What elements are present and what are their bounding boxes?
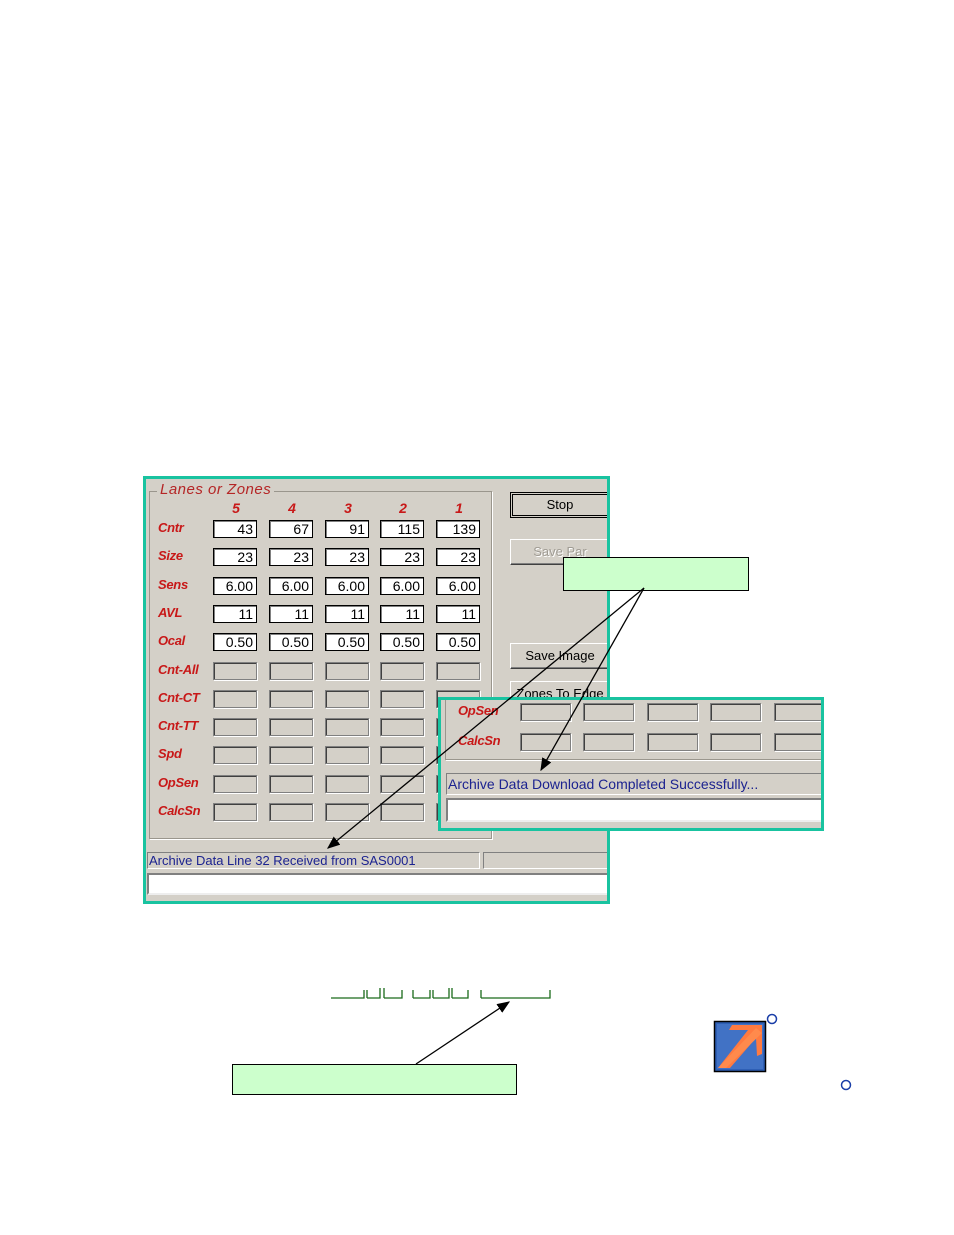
cntr-cell-4: 67 — [269, 520, 313, 538]
opsen-cell-1 — [774, 703, 821, 721]
opsen-cell-5 — [213, 775, 257, 793]
opsen-cell-4 — [583, 703, 634, 721]
cnt-tt-cell-5 — [213, 718, 257, 736]
ocal-cell-5: 0.50 — [213, 633, 257, 651]
calcsn-cell-5 — [520, 733, 571, 751]
cnt-tt-cell-4 — [269, 718, 313, 736]
calcsn-cell-4 — [583, 733, 634, 751]
sens-cell-5: 6.00 — [213, 577, 257, 595]
calcsn-cell-1 — [774, 733, 821, 751]
calcsn-cell-3 — [325, 803, 369, 821]
ocal-cell-1: 0.50 — [436, 633, 480, 651]
size-cell-3: 23 — [325, 548, 369, 566]
command-input[interactable] — [147, 873, 607, 895]
callout-arrow-status-bar — [415, 1001, 511, 1065]
size-cell-4: 23 — [269, 548, 313, 566]
row-label-opsen: OpSen — [458, 703, 499, 718]
cntr-cell-2: 115 — [380, 520, 424, 538]
spd-cell-5 — [213, 746, 257, 764]
status-text: Archive Data Line 32 Received from SAS00… — [147, 852, 480, 869]
row-label-cnt-tt: Cnt-TT — [158, 718, 199, 733]
spd-cell-4 — [269, 746, 313, 764]
main-window: Lanes or Zones 5 4 3 2 1 Cntr 43 67 91 115 13… — [143, 476, 610, 904]
spd-cell-2 — [380, 746, 424, 764]
group-title: Lanes or Zones — [157, 481, 275, 498]
opsen-cell-3 — [325, 775, 369, 793]
row-label-calcsn: CalcSn — [158, 803, 201, 818]
cnt-ct-cell-5 — [213, 690, 257, 708]
opsen-cell-4 — [269, 775, 313, 793]
avl-cell-5: 11 — [213, 605, 257, 623]
avl-cell-4: 11 — [269, 605, 313, 623]
cnt-ct-cell-2 — [380, 690, 424, 708]
avl-cell-1: 11 — [436, 605, 480, 623]
cntr-cell-1: 139 — [436, 520, 480, 538]
row-label-sens: Sens — [158, 577, 188, 592]
status-panel-secondary — [483, 852, 607, 869]
resize-handle-top — [766, 1013, 778, 1025]
opsen-cell-2 — [710, 703, 761, 721]
zoom-status-text: Archive Data Download Completed Successf… — [446, 773, 821, 795]
callout-box-status — [563, 557, 749, 591]
cnt-all-cell-4 — [269, 662, 313, 680]
cnt-tt-cell-3 — [325, 718, 369, 736]
column-header-3: 3 — [344, 500, 352, 516]
ocal-cell-4: 0.50 — [269, 633, 313, 651]
cnt-all-cell-3 — [325, 662, 369, 680]
sens-cell-3: 6.00 — [325, 577, 369, 595]
column-header-2: 2 — [399, 500, 407, 516]
cnt-all-cell-5 — [213, 662, 257, 680]
resize-handle-bottom — [840, 1079, 852, 1091]
row-label-calcsn: CalcSn — [458, 733, 501, 748]
cntr-cell-5: 43 — [213, 520, 257, 538]
column-header-4: 4 — [288, 500, 296, 516]
calcsn-cell-2 — [710, 733, 761, 751]
row-label-cntr: Cntr — [158, 520, 184, 535]
row-label-spd: Spd — [158, 746, 182, 761]
row-label-cnt-all: Cnt-All — [158, 662, 199, 677]
cnt-all-cell-1 — [436, 662, 480, 680]
ocal-cell-2: 0.50 — [380, 633, 424, 651]
row-label-avl: AVL — [158, 605, 183, 620]
cnt-all-cell-2 — [380, 662, 424, 680]
save-image-button[interactable]: Save Image — [510, 643, 607, 669]
row-label-size: Size — [158, 548, 183, 563]
row-label-ocal: Ocal — [158, 633, 185, 648]
row-label-cnt-ct: Cnt-CT — [158, 690, 200, 705]
zoomed-status-window: OpSen CalcSn Archive Data Download Compl… — [438, 697, 824, 831]
cnt-tt-cell-2 — [380, 718, 424, 736]
sens-cell-2: 6.00 — [380, 577, 424, 595]
opsen-cell-3 — [647, 703, 698, 721]
blue-square-orange-arrow-icon — [713, 1020, 767, 1073]
opsen-cell-2 — [380, 775, 424, 793]
calcsn-cell-4 — [269, 803, 313, 821]
size-cell-2: 23 — [380, 548, 424, 566]
callout-box-status-bar — [232, 1064, 517, 1095]
opsen-cell-5 — [520, 703, 571, 721]
column-header-1: 1 — [455, 500, 463, 516]
cnt-ct-cell-4 — [269, 690, 313, 708]
column-header-5: 5 — [232, 500, 240, 516]
row-label-opsen: OpSen — [158, 775, 199, 790]
calcsn-cell-3 — [647, 733, 698, 751]
save-par-button[interactable]: Save Par — [510, 539, 607, 565]
calcsn-cell-2 — [380, 803, 424, 821]
avl-cell-3: 11 — [325, 605, 369, 623]
status-bar-sketch — [331, 988, 551, 999]
size-cell-5: 23 — [213, 548, 257, 566]
sens-cell-1: 6.00 — [436, 577, 480, 595]
spd-cell-3 — [325, 746, 369, 764]
calcsn-cell-5 — [213, 803, 257, 821]
avl-cell-2: 11 — [380, 605, 424, 623]
sens-cell-4: 6.00 — [269, 577, 313, 595]
zoom-command-input[interactable] — [446, 798, 821, 822]
size-cell-1: 23 — [436, 548, 480, 566]
cntr-cell-3: 91 — [325, 520, 369, 538]
stop-button[interactable]: Stop — [510, 492, 607, 518]
cnt-ct-cell-3 — [325, 690, 369, 708]
ocal-cell-3: 0.50 — [325, 633, 369, 651]
